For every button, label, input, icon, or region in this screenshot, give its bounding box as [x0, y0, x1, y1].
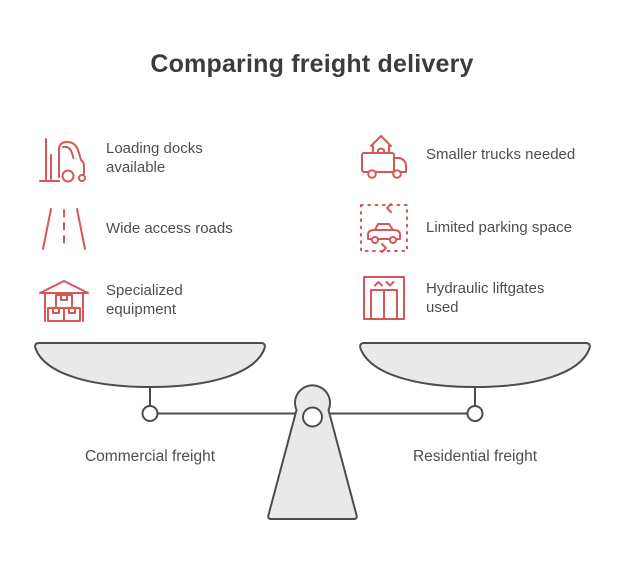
car-parking-space-icon — [358, 202, 410, 254]
feature-item-specialized-equipment: Specialized equipment — [38, 272, 256, 328]
feature-label: Smaller trucks needed — [426, 146, 576, 164]
scale-right-pan — [359, 342, 591, 389]
commercial-freight-label: Commercial freight — [84, 448, 216, 465]
scale-fulcrum — [267, 384, 358, 520]
feature-item-limited-parking: Limited parking space — [358, 200, 572, 256]
feature-label: Specialized equipment — [106, 281, 183, 319]
page-title: Comparing freight delivery — [150, 50, 474, 78]
elevator-liftgate-icon — [358, 272, 410, 324]
feature-item-smaller-trucks: Smaller trucks needed — [358, 127, 575, 183]
feature-label: Hydraulic liftgates used — [426, 279, 545, 317]
forklift-icon — [38, 132, 90, 184]
feature-item-loading-docks: Loading docks available — [38, 130, 256, 186]
scale-left-pan — [34, 342, 266, 389]
residential-freight-label: Residential freight — [412, 448, 538, 465]
feature-label: Loading docks available — [106, 139, 203, 177]
house-truck-icon — [358, 129, 410, 181]
scale-left-joint — [141, 405, 159, 422]
feature-item-hydraulic-liftgates: Hydraulic liftgates used — [358, 270, 576, 326]
scale-right-joint — [466, 405, 484, 422]
feature-item-access-roads: Wide access roads — [38, 201, 233, 257]
feature-label: Limited parking space — [426, 219, 572, 237]
feature-label: Wide access roads — [106, 220, 233, 238]
warehouse-boxes-icon — [38, 274, 90, 326]
balance-scale-graphic — [34, 342, 591, 520]
fulcrum-pivot-hole — [302, 406, 323, 428]
road-icon — [38, 203, 90, 255]
